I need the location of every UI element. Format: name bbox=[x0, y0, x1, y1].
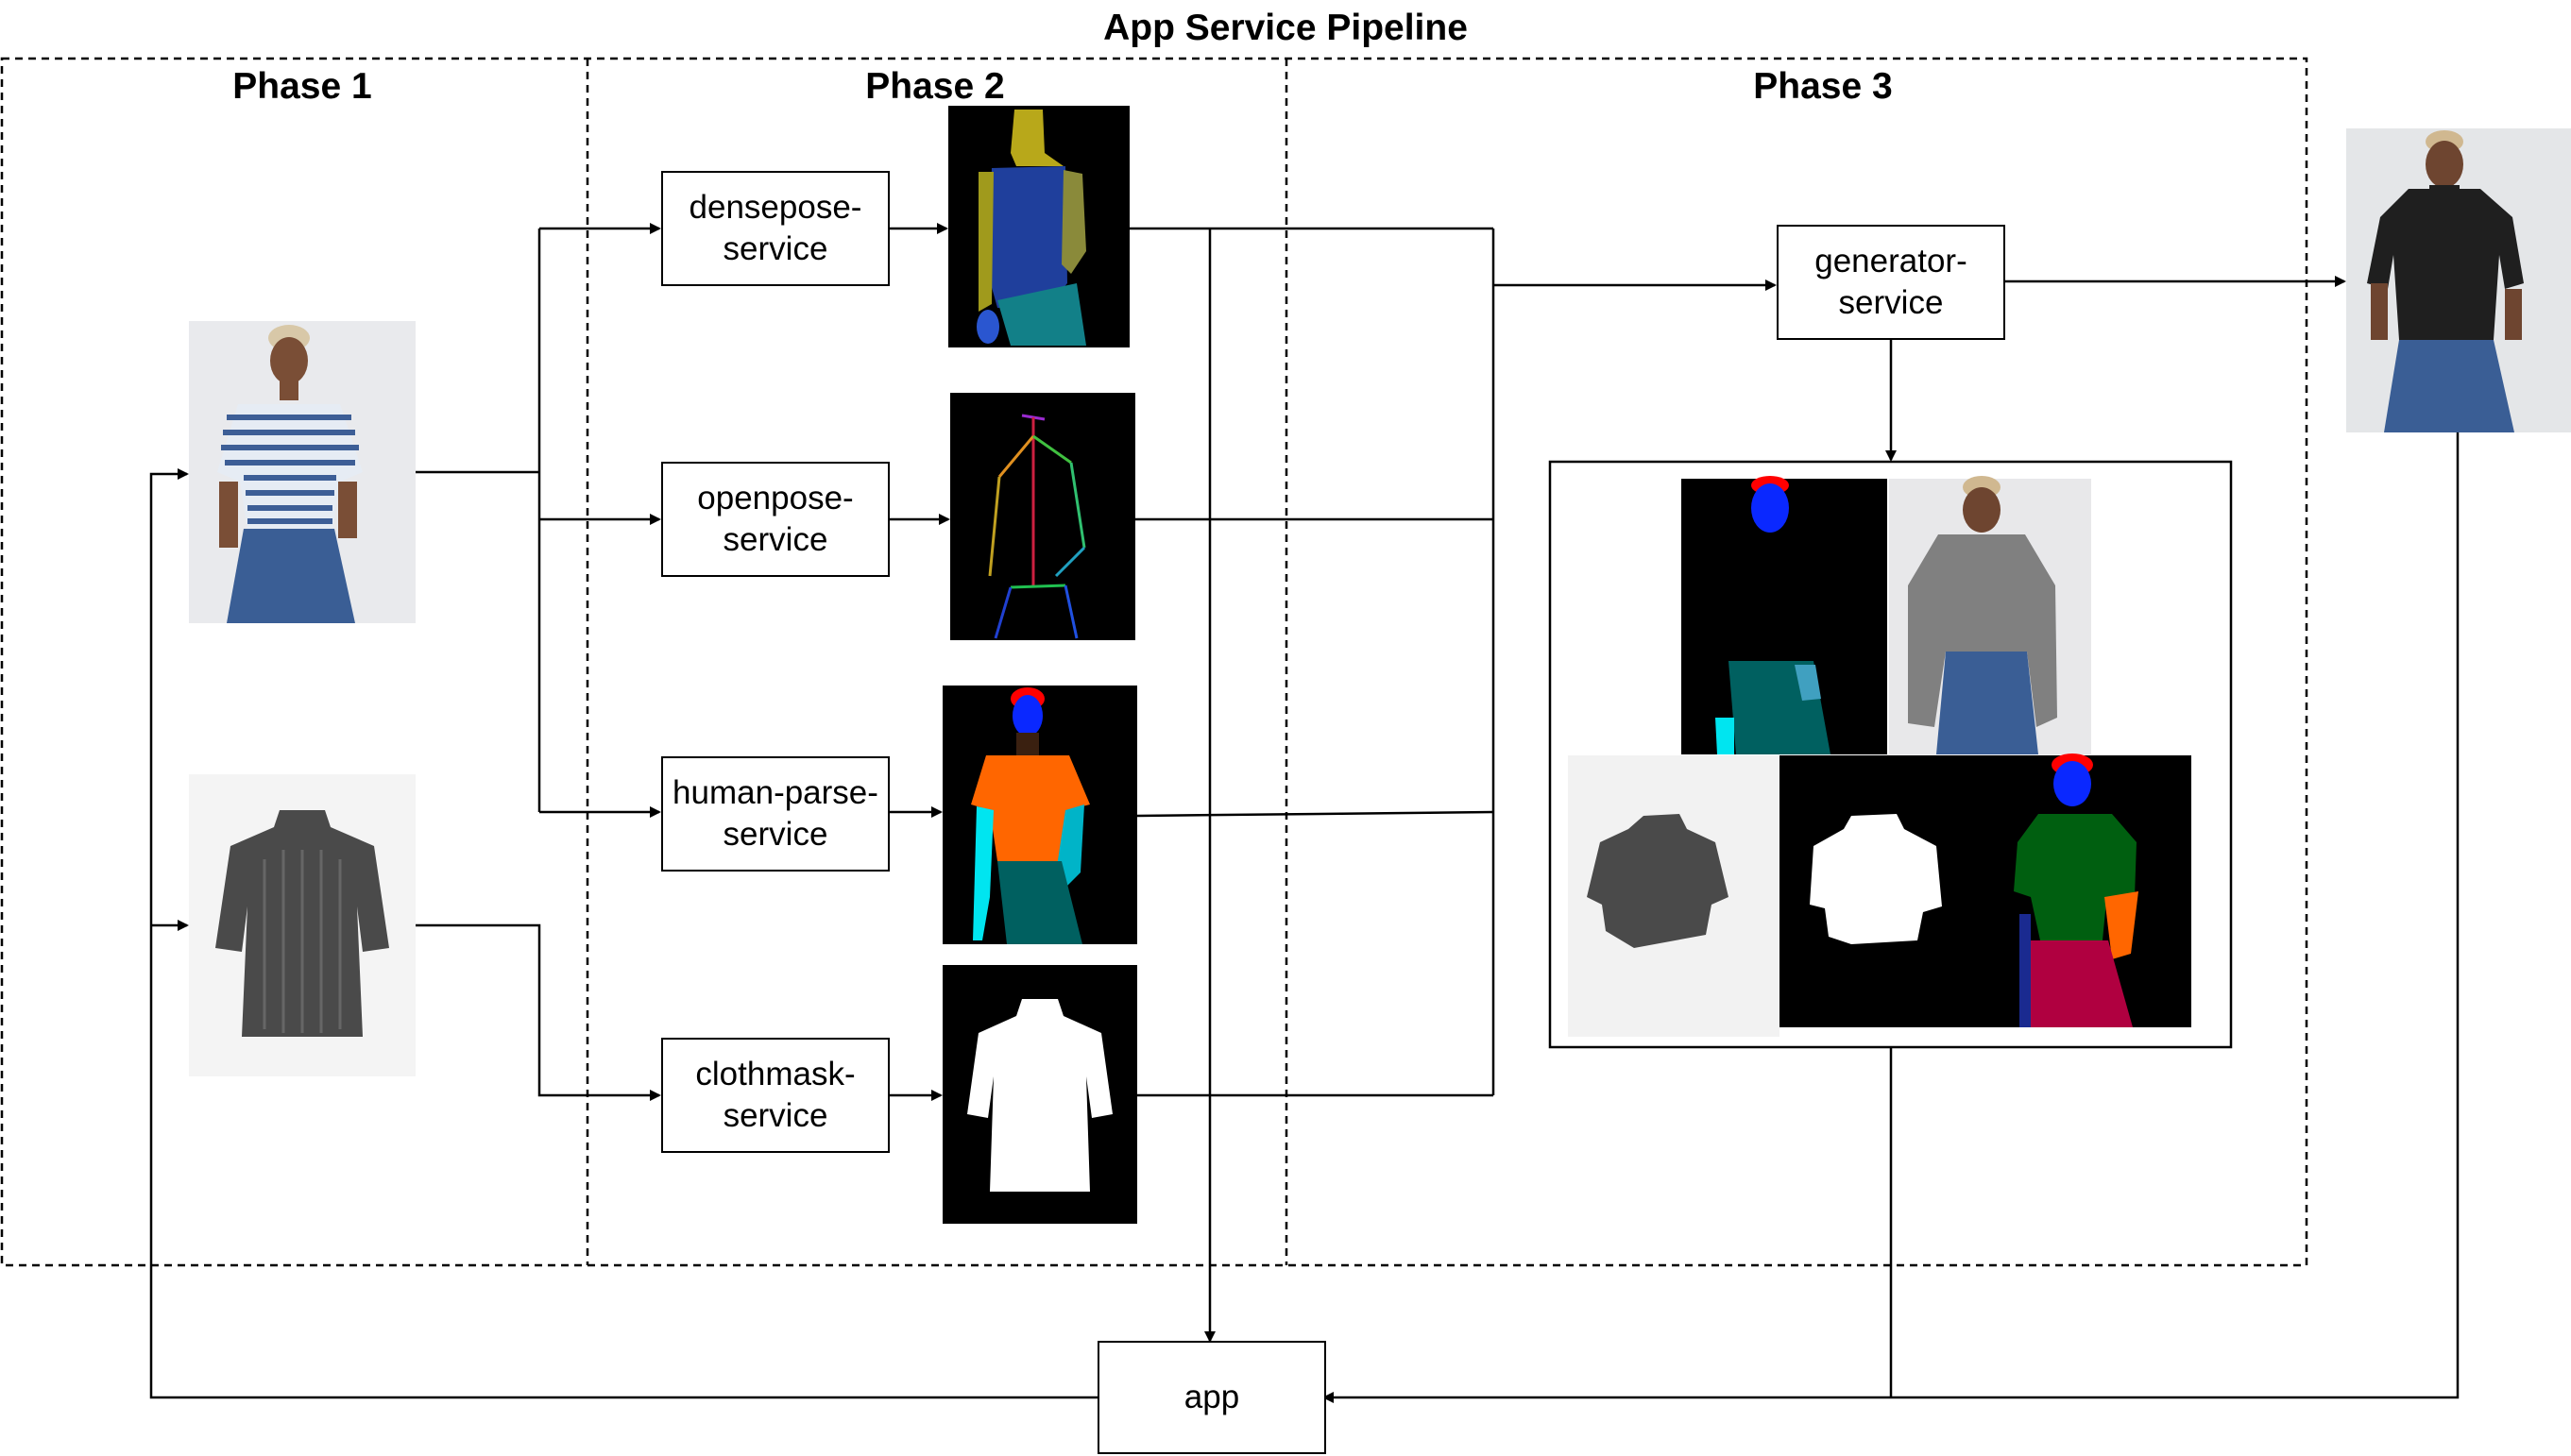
phase-3-label: Phase 3 bbox=[1753, 66, 1893, 107]
output-cloth-image bbox=[1568, 755, 1779, 1037]
human-parse-image bbox=[943, 686, 1137, 944]
human-parse-service-box: human-parse- service bbox=[661, 756, 890, 872]
diagram-title: App Service Pipeline bbox=[1103, 8, 1468, 48]
app-box: app bbox=[1098, 1341, 1326, 1454]
phase-frames bbox=[0, 57, 2308, 1267]
openpose-image bbox=[950, 393, 1135, 640]
connectors bbox=[149, 223, 2460, 1403]
densepose-image bbox=[948, 106, 1130, 347]
output-clothmask-image bbox=[1779, 755, 1985, 1027]
densepose-service-box: densepose- service bbox=[661, 171, 890, 286]
clothmask-service-box: clothmask- service bbox=[661, 1038, 890, 1153]
clothmask-image bbox=[943, 965, 1137, 1224]
openpose-service-box: openpose- service bbox=[661, 462, 890, 577]
garment-photo bbox=[189, 774, 416, 1076]
output-parse-target-image bbox=[1985, 753, 2191, 1027]
person-photo bbox=[189, 321, 416, 623]
output-agnostic-image bbox=[1889, 476, 2091, 754]
phase-2-label: Phase 2 bbox=[865, 66, 1005, 107]
pipeline-frame bbox=[0, 57, 2308, 1267]
output-parse-image bbox=[1681, 476, 1887, 754]
result-photo bbox=[2346, 128, 2571, 432]
phase-1-label: Phase 1 bbox=[232, 66, 372, 107]
generator-service-box: generator- service bbox=[1777, 225, 2005, 340]
